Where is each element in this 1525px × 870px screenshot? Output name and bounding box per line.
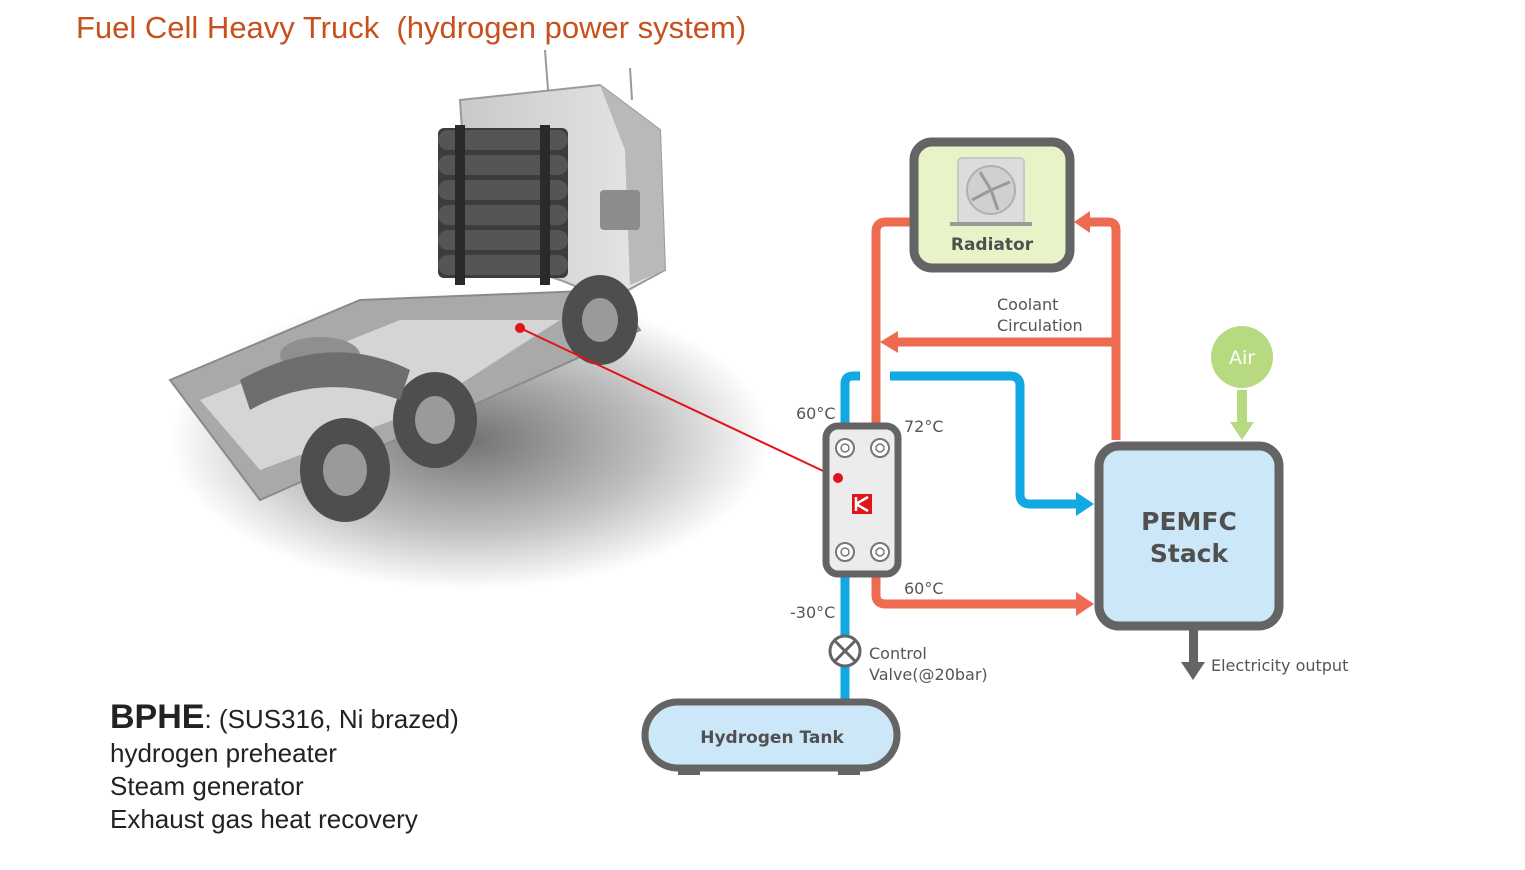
valve-label-line2: Valve(@20bar) (869, 665, 988, 684)
temp-bphe-top-left: 60°C (796, 404, 836, 423)
truck-cab-side (600, 85, 665, 285)
pipe-stack-to-radiator (1088, 217, 1121, 440)
truck-illustration (168, 49, 770, 590)
arrow-bypass (880, 331, 898, 353)
bphe-heading: BPHE: (SUS316, Ni brazed) (110, 698, 459, 737)
pemfc-stack-box: PEMFC Stack (1094, 441, 1284, 631)
coolant-label-line2: Circulation (997, 316, 1083, 335)
control-valve-icon (828, 634, 862, 668)
bphe-description: BPHE: (SUS316, Ni brazed) hydrogen prehe… (110, 698, 459, 836)
coolant-pipes (871, 217, 1121, 609)
pointer-dot-bphe (833, 473, 843, 483)
arrow-into-stack-coolant (1076, 592, 1094, 616)
air-label: Air (1229, 347, 1255, 369)
stack-label-line2: Stack (1150, 539, 1230, 568)
pipe-bphe-out-left (840, 371, 860, 448)
arrow-electricity (1181, 662, 1205, 680)
truck-frame (200, 320, 560, 470)
bphe-use-2: Steam generator (110, 771, 304, 801)
bphe-use-3: Exhaust gas heat recovery (110, 804, 418, 834)
tank-label: Hydrogen Tank (700, 728, 844, 748)
truck-headlight (600, 190, 640, 230)
hydrogen-pipes (840, 371, 1078, 700)
page-title: Fuel Cell Heavy Truck (hydrogen power sy… (76, 10, 747, 45)
bphe-use-1: hydrogen preheater (110, 738, 337, 768)
valve-label-line1: Control (869, 644, 927, 663)
electricity-label: Electricity output (1211, 656, 1348, 675)
stack-label-line1: PEMFC (1141, 507, 1237, 536)
radiator-box: Radiator (909, 137, 1075, 273)
rear-fender (240, 352, 410, 410)
pipe-bphe-to-stack (871, 558, 1078, 609)
bphe-name: BPHE (110, 698, 205, 736)
bphe-exchanger (822, 422, 902, 578)
air-circle (1211, 326, 1273, 388)
arrow-into-stack-h2 (1076, 492, 1094, 516)
bphe-spec: : (SUS316, Ni brazed) (204, 704, 459, 734)
pipe-bphe-to-stack-h2 (890, 371, 1078, 509)
air-pipe (1237, 390, 1247, 424)
hydrogen-tank-rack (438, 125, 568, 285)
pointer-line (519, 327, 839, 479)
coolant-label-line1: Coolant (997, 295, 1058, 314)
hydrogen-tank-box: Hydrogen Tank (641, 698, 901, 775)
temp-bphe-bottom-left: -30°C (790, 603, 835, 622)
pipe-radiator-to-bphe (871, 217, 916, 438)
temp-bphe-top-right: 72°C (904, 417, 944, 436)
arrow-air (1230, 422, 1254, 440)
arrow-to-radiator (1074, 211, 1090, 233)
temp-bphe-bottom-right: 60°C (904, 579, 944, 598)
electricity-pipe (1189, 630, 1198, 666)
radiator-label: Radiator (951, 235, 1034, 255)
